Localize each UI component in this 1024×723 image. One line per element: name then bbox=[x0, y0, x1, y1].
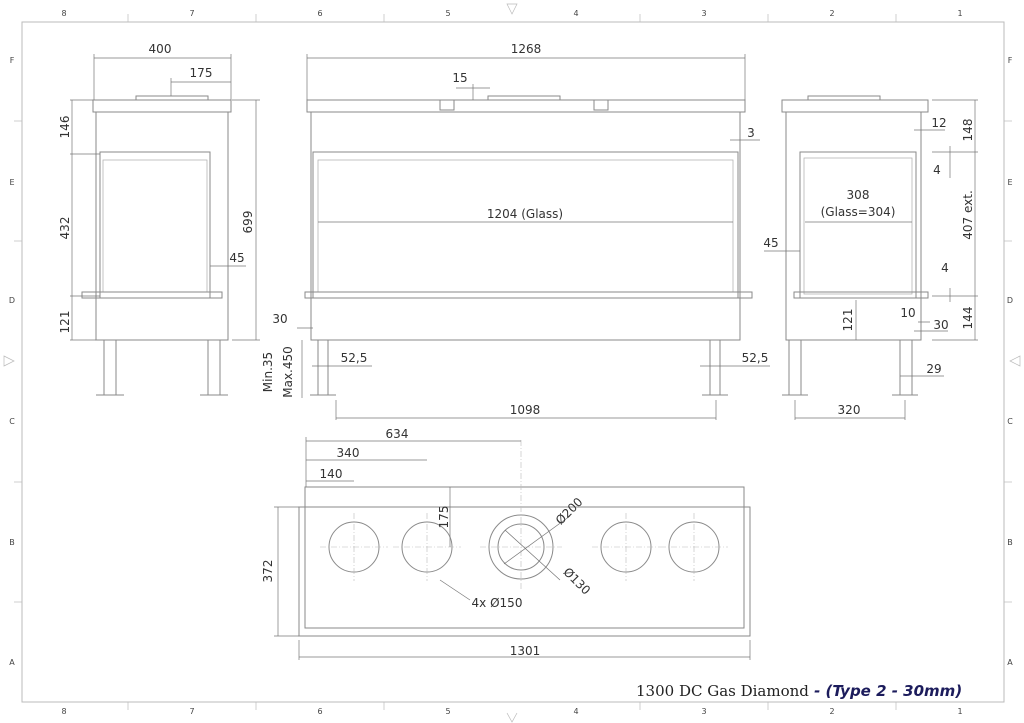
svg-text:634: 634 bbox=[386, 427, 409, 441]
svg-text:121: 121 bbox=[58, 311, 72, 334]
svg-text:(Glass=304): (Glass=304) bbox=[821, 205, 896, 219]
svg-text:432: 432 bbox=[58, 217, 72, 240]
svg-text:5: 5 bbox=[445, 9, 450, 18]
svg-text:Ø200: Ø200 bbox=[553, 495, 586, 528]
svg-text:340: 340 bbox=[337, 446, 360, 460]
svg-text:30: 30 bbox=[933, 318, 948, 332]
svg-text:3: 3 bbox=[701, 9, 706, 18]
svg-text:F: F bbox=[10, 56, 15, 65]
svg-text:407 ext.: 407 ext. bbox=[961, 190, 975, 240]
svg-text:7: 7 bbox=[189, 9, 194, 18]
svg-text:372: 372 bbox=[261, 560, 275, 583]
svg-text:1268: 1268 bbox=[511, 42, 542, 56]
svg-text:B: B bbox=[1007, 538, 1013, 547]
svg-text:F: F bbox=[1008, 56, 1013, 65]
svg-text:12: 12 bbox=[931, 116, 946, 130]
svg-text:1: 1 bbox=[957, 707, 962, 716]
svg-text:1301: 1301 bbox=[510, 644, 541, 658]
svg-text:1098: 1098 bbox=[510, 403, 541, 417]
svg-text:B: B bbox=[9, 538, 15, 547]
svg-text:E: E bbox=[1007, 178, 1012, 187]
svg-text:699: 699 bbox=[241, 211, 255, 234]
plan-view: 634 340 140 175 372 Ø200 Ø130 4x Ø150 13… bbox=[261, 427, 751, 660]
svg-text:D: D bbox=[9, 296, 15, 305]
svg-text:3: 3 bbox=[701, 707, 706, 716]
svg-text:Min.35: Min.35 bbox=[261, 352, 275, 392]
svg-text:4x Ø150: 4x Ø150 bbox=[472, 596, 523, 610]
drawing-border bbox=[21, 21, 1005, 703]
svg-text:4: 4 bbox=[941, 261, 949, 275]
model-name: 1300 DC Gas Diamond bbox=[636, 682, 809, 700]
svg-text:140: 140 bbox=[320, 467, 343, 481]
svg-text:4: 4 bbox=[933, 163, 941, 177]
svg-text:E: E bbox=[9, 178, 14, 187]
left-side-view: 400 175 146 432 699 45 121 bbox=[58, 42, 260, 396]
svg-text:Ø130: Ø130 bbox=[560, 565, 593, 598]
svg-text:4: 4 bbox=[573, 9, 578, 18]
row-labels: F E D C B A F E D C B A bbox=[9, 56, 1013, 667]
svg-text:6: 6 bbox=[317, 707, 322, 716]
svg-text:320: 320 bbox=[838, 403, 861, 417]
drawing-title: 1300 DC Gas Diamond - (Type 2 - 30mm) bbox=[636, 682, 962, 700]
svg-text:175: 175 bbox=[190, 66, 213, 80]
svg-text:1: 1 bbox=[957, 9, 962, 18]
svg-text:10: 10 bbox=[900, 306, 915, 320]
svg-text:3: 3 bbox=[747, 126, 755, 140]
svg-text:15: 15 bbox=[452, 71, 467, 85]
svg-text:308: 308 bbox=[847, 188, 870, 202]
svg-text:175: 175 bbox=[437, 506, 451, 529]
svg-text:45: 45 bbox=[229, 251, 244, 265]
svg-text:148: 148 bbox=[961, 119, 975, 142]
svg-text:8: 8 bbox=[61, 9, 66, 18]
svg-text:4: 4 bbox=[573, 707, 578, 716]
grid-ticks bbox=[3, 3, 1021, 723]
right-side-view: 12 148 4 308 (Glass=304) 407 ext. 45 4 1… bbox=[763, 95, 978, 420]
svg-text:1204 (Glass): 1204 (Glass) bbox=[487, 207, 563, 221]
front-view: 1268 15 3 1204 (Glass) 30 Min.35 Max.450… bbox=[261, 42, 770, 420]
svg-text:52,5: 52,5 bbox=[742, 351, 769, 365]
column-labels-bottom: 8 7 6 5 4 3 2 1 bbox=[61, 707, 962, 716]
svg-text:D: D bbox=[1007, 296, 1013, 305]
svg-text:29: 29 bbox=[926, 362, 941, 376]
svg-text:121: 121 bbox=[841, 309, 855, 332]
svg-text:2: 2 bbox=[829, 9, 834, 18]
svg-text:30: 30 bbox=[272, 312, 287, 326]
svg-text:A: A bbox=[1007, 658, 1013, 667]
svg-text:C: C bbox=[1007, 417, 1013, 426]
svg-text:144: 144 bbox=[961, 307, 975, 330]
svg-text:146: 146 bbox=[58, 116, 72, 139]
svg-text:52,5: 52,5 bbox=[341, 351, 368, 365]
svg-text:C: C bbox=[9, 417, 15, 426]
svg-text:6: 6 bbox=[317, 9, 322, 18]
svg-text:A: A bbox=[9, 658, 15, 667]
svg-text:7: 7 bbox=[189, 707, 194, 716]
svg-text:400: 400 bbox=[149, 42, 172, 56]
svg-text:5: 5 bbox=[445, 707, 450, 716]
svg-text:Max.450: Max.450 bbox=[281, 346, 295, 398]
svg-text:8: 8 bbox=[61, 707, 66, 716]
svg-text:2: 2 bbox=[829, 707, 834, 716]
column-labels-top: 8 7 6 5 4 3 2 1 bbox=[61, 9, 962, 18]
model-type: - (Type 2 - 30mm) bbox=[809, 682, 962, 700]
svg-text:45: 45 bbox=[763, 236, 778, 250]
